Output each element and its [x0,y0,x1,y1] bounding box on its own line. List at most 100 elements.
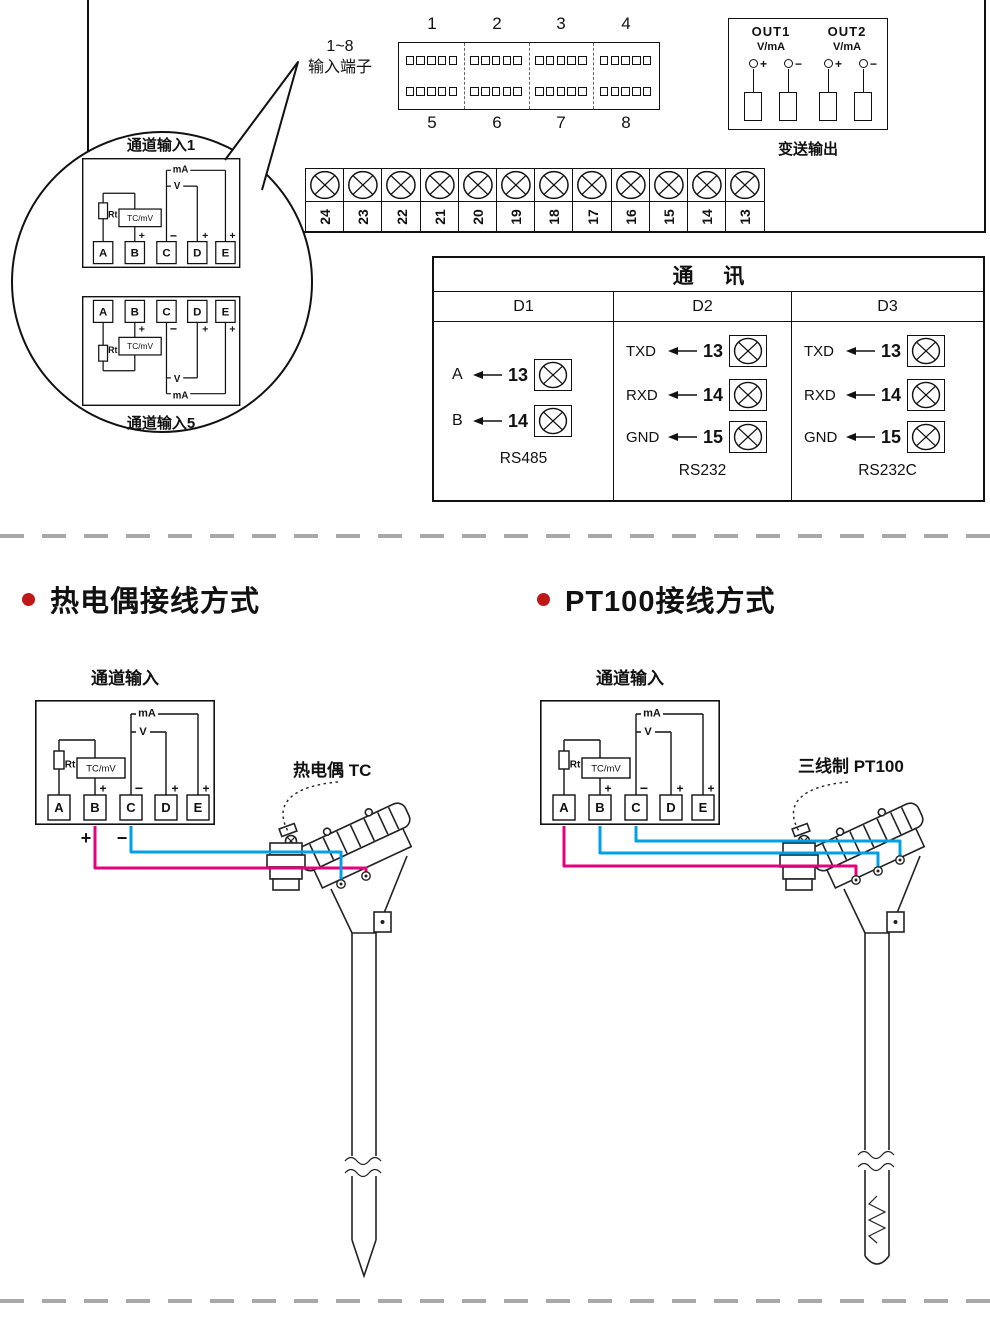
terminal-ref: 13 [507,364,529,385]
screw-terminal-icon [687,168,727,202]
connector-pin [578,56,587,65]
connector-pin [621,87,630,96]
lead-line [827,69,830,92]
comm-table: 通 讯 D1 D2 D3 A 13 B 14 RS485 [432,256,985,502]
separator-top [0,534,990,538]
output-terminal [854,92,872,121]
screw-terminal-icon [534,405,572,437]
plus-sign: + [171,781,178,795]
tc-channel-label: 通道输入 [91,669,159,688]
pt-channel-label: 通道输入 [596,669,664,688]
pt-wire-c [634,826,902,860]
comm-header-d1: D1 [434,292,614,321]
terminal-D: D [161,800,170,815]
terminal-number: 18 [546,208,563,225]
tc-wire-negative [129,826,343,884]
channel-input-box [540,700,720,826]
strip-terminal: 15 [648,168,689,232]
plus-sign: + [202,323,208,335]
screw-terminal-icon [534,168,575,202]
connector-pin [502,87,512,96]
lead-line [862,69,865,92]
arrow-left-icon [668,433,697,441]
connector-number-2: 2 [492,14,502,33]
screw-terminal-icon [729,421,767,453]
ma-label: mA [643,707,661,719]
banana-jack-icon [784,59,793,68]
connector-number-8: 8 [621,113,631,132]
terminal-number: 21 [431,208,448,225]
arrow-left-icon [846,433,875,441]
terminal-D: D [193,248,201,260]
comm-col-d3: TXD 13 RXD 14 GND 15 RS232C [792,322,983,500]
out1-title: OUT1 [751,24,791,39]
transmitter-output-caption: 变送输出 [777,141,838,158]
banana-jack-icon [859,59,868,68]
pt-wire-b [598,826,880,871]
terminal-ref: 15 [880,426,902,447]
terminal-E: E [194,800,203,815]
rt-label: Rt [108,209,117,219]
channel-input-box [35,700,215,826]
pt-section-heading: PT100接线方式 [537,578,775,620]
arrow-left-icon [668,347,697,355]
strip-terminal: 16 [610,168,651,232]
panel-outline [87,0,986,233]
rt-label: Rt [108,345,117,355]
connector-pin [405,87,414,96]
connector-pin [632,56,641,65]
connector-pin [481,56,490,65]
ma-label: mA [138,707,156,719]
comm-col-d1: A 13 B 14 RS485 [434,322,614,500]
signal-label: A [452,366,463,383]
terminal-ref: 14 [507,410,529,431]
minus-sign: − [640,780,648,796]
plus-sign: + [229,323,235,335]
terminal-C: C [631,800,641,815]
connector-pin [448,87,458,96]
thermocouple-probe [266,781,413,1279]
plus-sign: + [139,323,145,335]
terminal-B: B [595,800,604,815]
plus-sign: + [707,781,714,795]
channel5-label: 通道输入5 [126,415,196,432]
connector-pin [491,87,501,96]
screw-terminal-icon [305,168,345,202]
connector-pin [405,56,414,65]
output-terminal-column: + [812,57,846,127]
cap-screw-washer [791,822,811,838]
polarity-sign: − [795,57,803,71]
connector-pin [502,56,512,65]
screw-terminal-icon [907,335,945,367]
connector-pin [448,56,458,65]
output-terminal-column: − [847,57,881,127]
tcmv-label: TC/mV [86,763,116,774]
tc-section-heading: 热电偶接线方式 [22,578,260,620]
lead-line [787,69,790,92]
strip-terminal: 22 [381,168,422,232]
rtd-element [867,1195,887,1244]
screw-terminal-icon [729,335,767,367]
plus-sign: + [139,230,145,242]
tc-sensor-label: 热电偶 TC [293,761,372,780]
connector-pin [642,56,652,65]
terminal-A: A [99,307,107,319]
screw-terminal-icon [419,168,460,202]
input-terminals-text: 输入端子 [307,59,372,76]
terminal-D: D [193,307,201,319]
connector-pin [632,87,641,96]
terminal-number: 20 [469,208,486,225]
comm-row: GND 15 [626,420,767,454]
tc-plus-sign: + [80,828,92,848]
arrow-left-icon [846,391,875,399]
tcmv-label: TC/mV [127,341,153,351]
connector-pin [481,87,490,96]
strip-terminal: 13 [725,168,766,232]
separator-bottom [0,1299,990,1303]
plus-sign: + [202,230,208,242]
signal-label: TXD [626,342,656,360]
terminal-C: C [162,307,170,319]
